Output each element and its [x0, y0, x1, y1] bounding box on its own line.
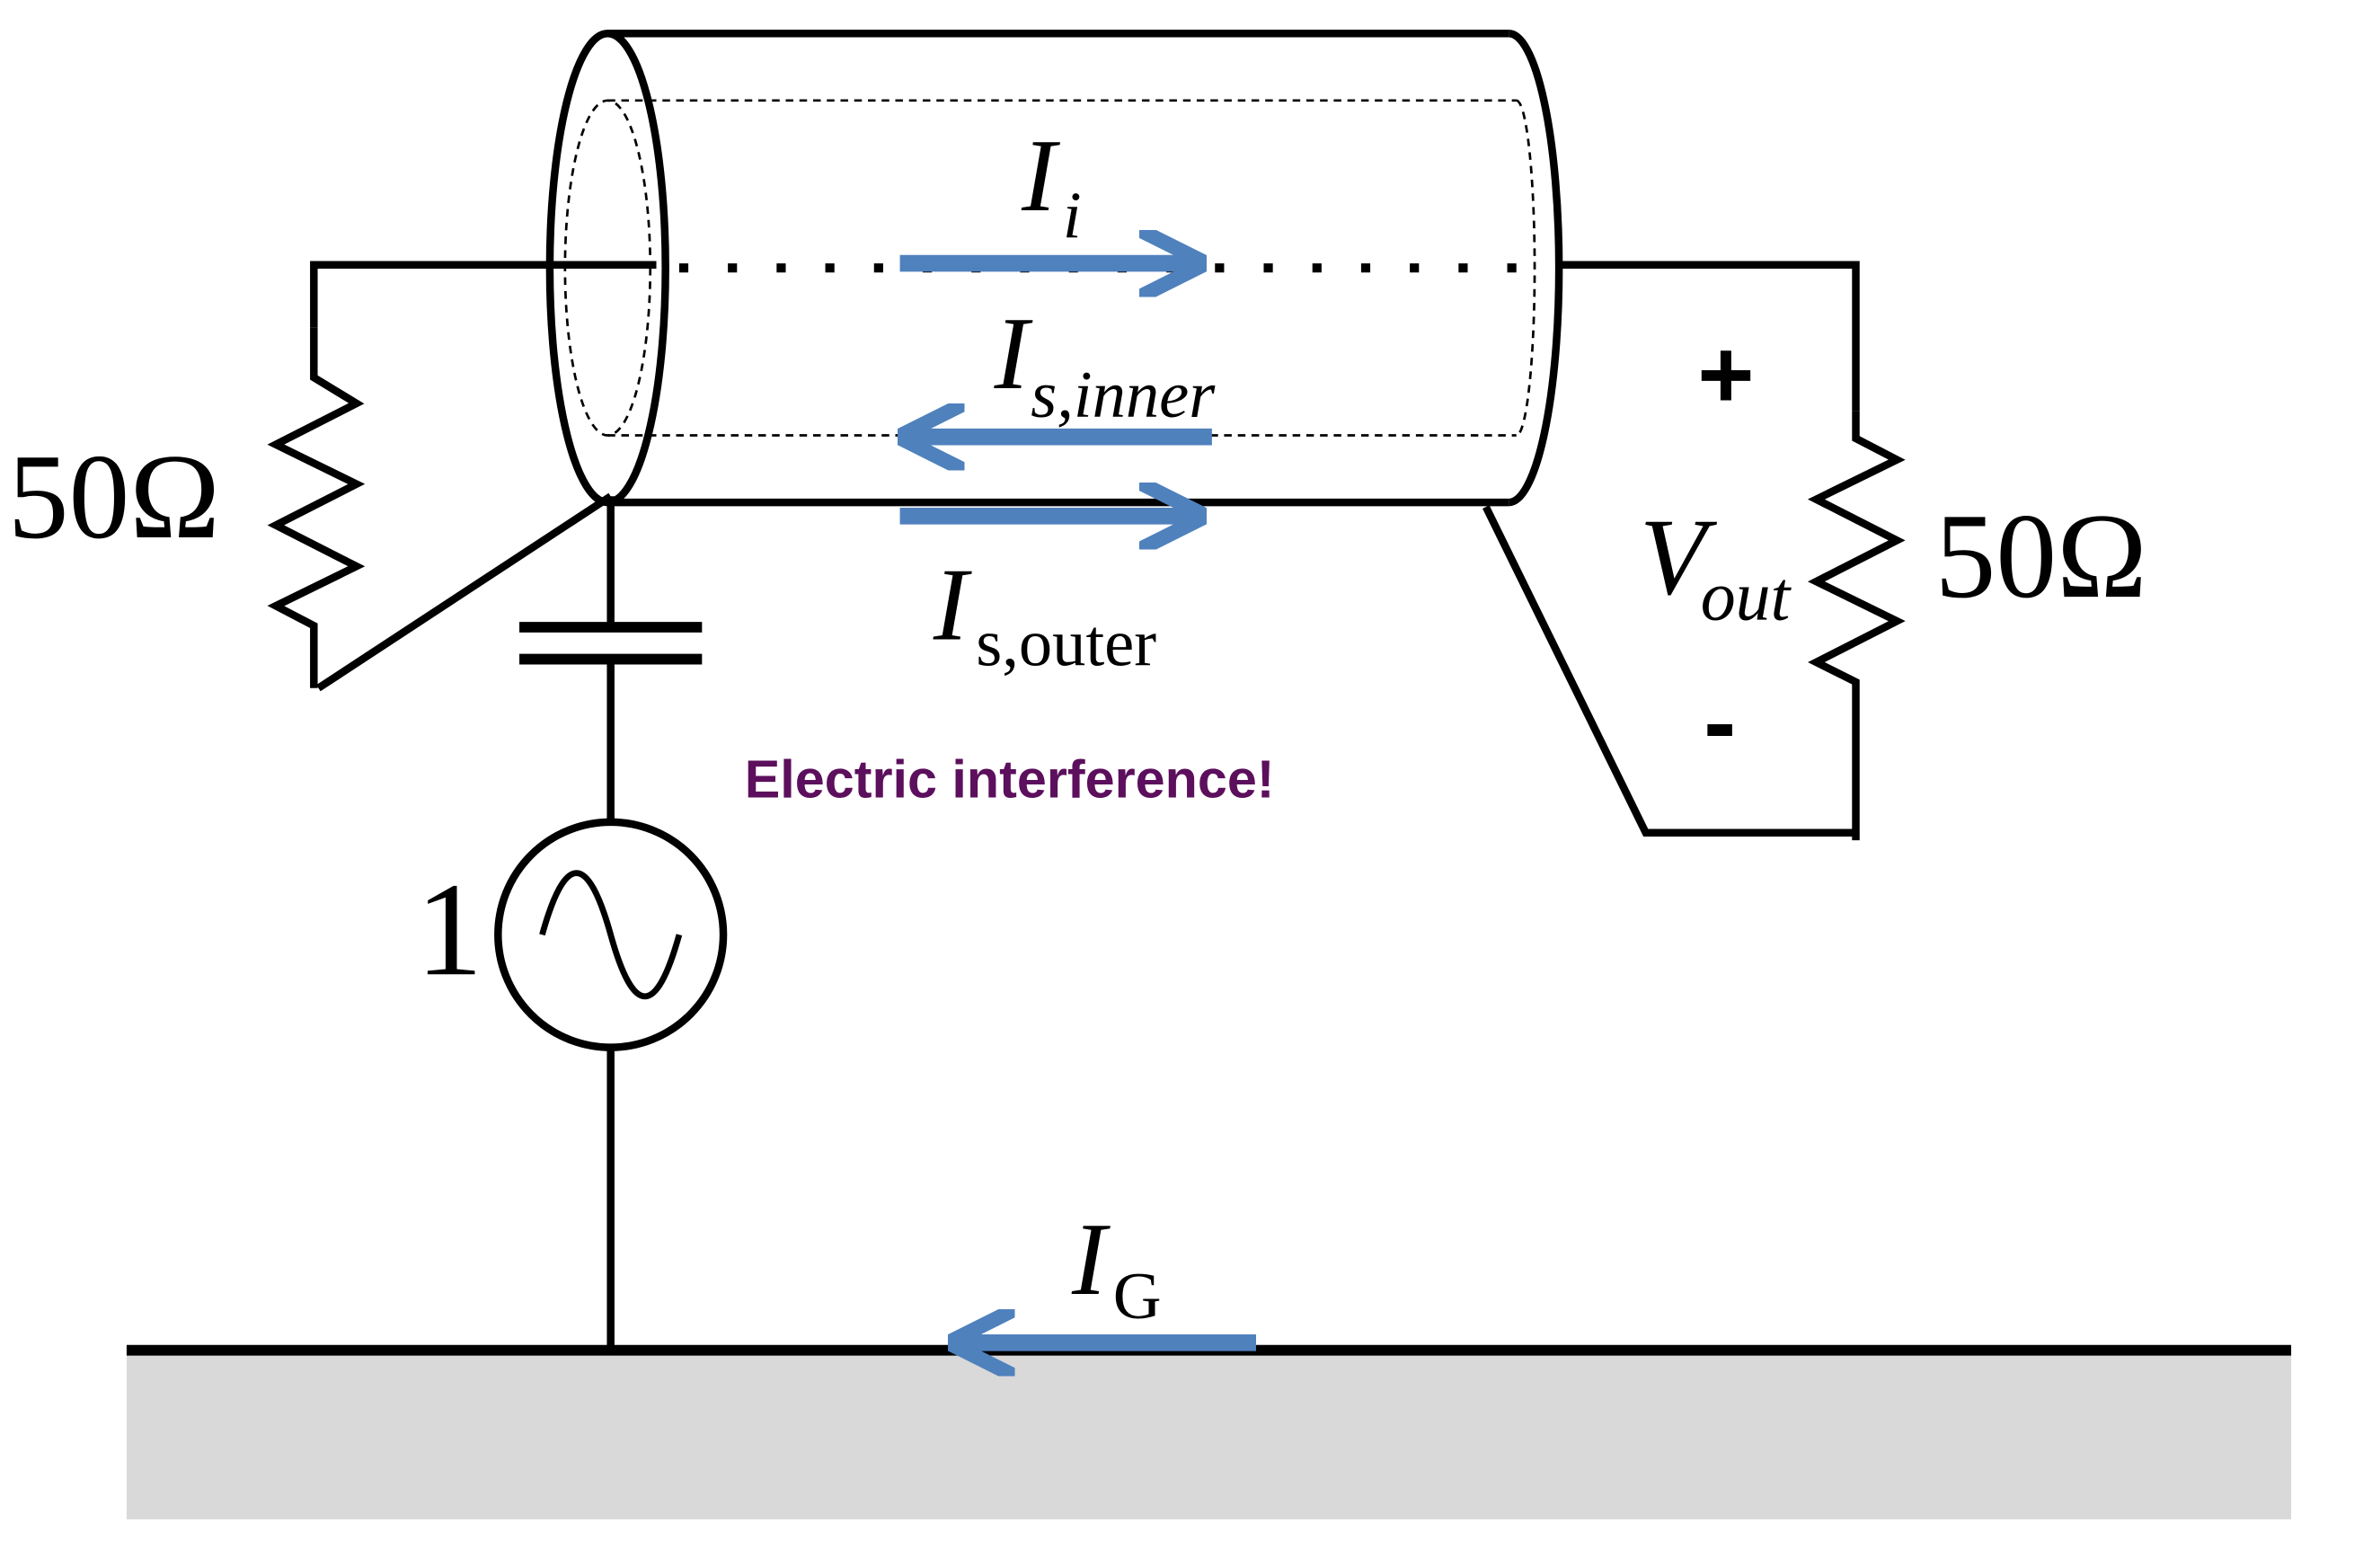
resistor-right-zigzag-icon	[1807, 411, 1906, 841]
label-plus: +	[1697, 320, 1754, 429]
source-branch	[494, 496, 728, 1351]
label-vout: Vout	[1640, 497, 1792, 635]
resistor-left	[267, 261, 657, 692]
label-r-right: 50Ω	[1935, 489, 2147, 624]
right-circuit	[1482, 261, 1906, 841]
label-r-left: 50Ω	[8, 430, 220, 564]
label-source-value: 1	[416, 855, 483, 1004]
label-is-inner: Is,inner	[994, 296, 1217, 432]
ground-plane	[126, 1350, 2292, 1519]
current-arrows	[900, 263, 1257, 1342]
label-interference: Electric interference!	[745, 749, 1275, 810]
resistor-zigzag-icon	[267, 327, 366, 688]
label-minus: -	[1704, 667, 1736, 775]
